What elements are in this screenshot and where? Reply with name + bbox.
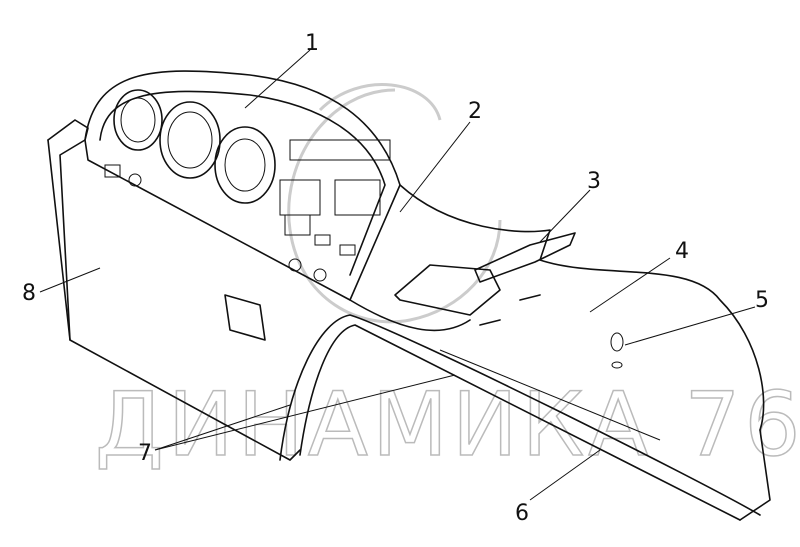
switch-block <box>279 139 391 256</box>
callout-7: 7 <box>138 441 152 466</box>
side-panel <box>47 119 301 461</box>
callout-3: 3 <box>587 169 601 194</box>
watermark-text: ДИНАМИКА 76 <box>95 373 800 476</box>
callout-6: 6 <box>515 501 529 526</box>
leader-lines <box>39 49 756 501</box>
instrument-panel <box>84 70 401 301</box>
callout-8: 8 <box>22 281 36 306</box>
callout-4: 4 <box>675 239 689 264</box>
watermark-logo: ДИНАМИКА 76 <box>94 83 800 477</box>
callout-5: 5 <box>755 288 769 313</box>
console-side <box>279 314 771 521</box>
callout-2: 2 <box>468 99 482 124</box>
console-top <box>349 184 765 431</box>
callout-1: 1 <box>305 31 319 56</box>
